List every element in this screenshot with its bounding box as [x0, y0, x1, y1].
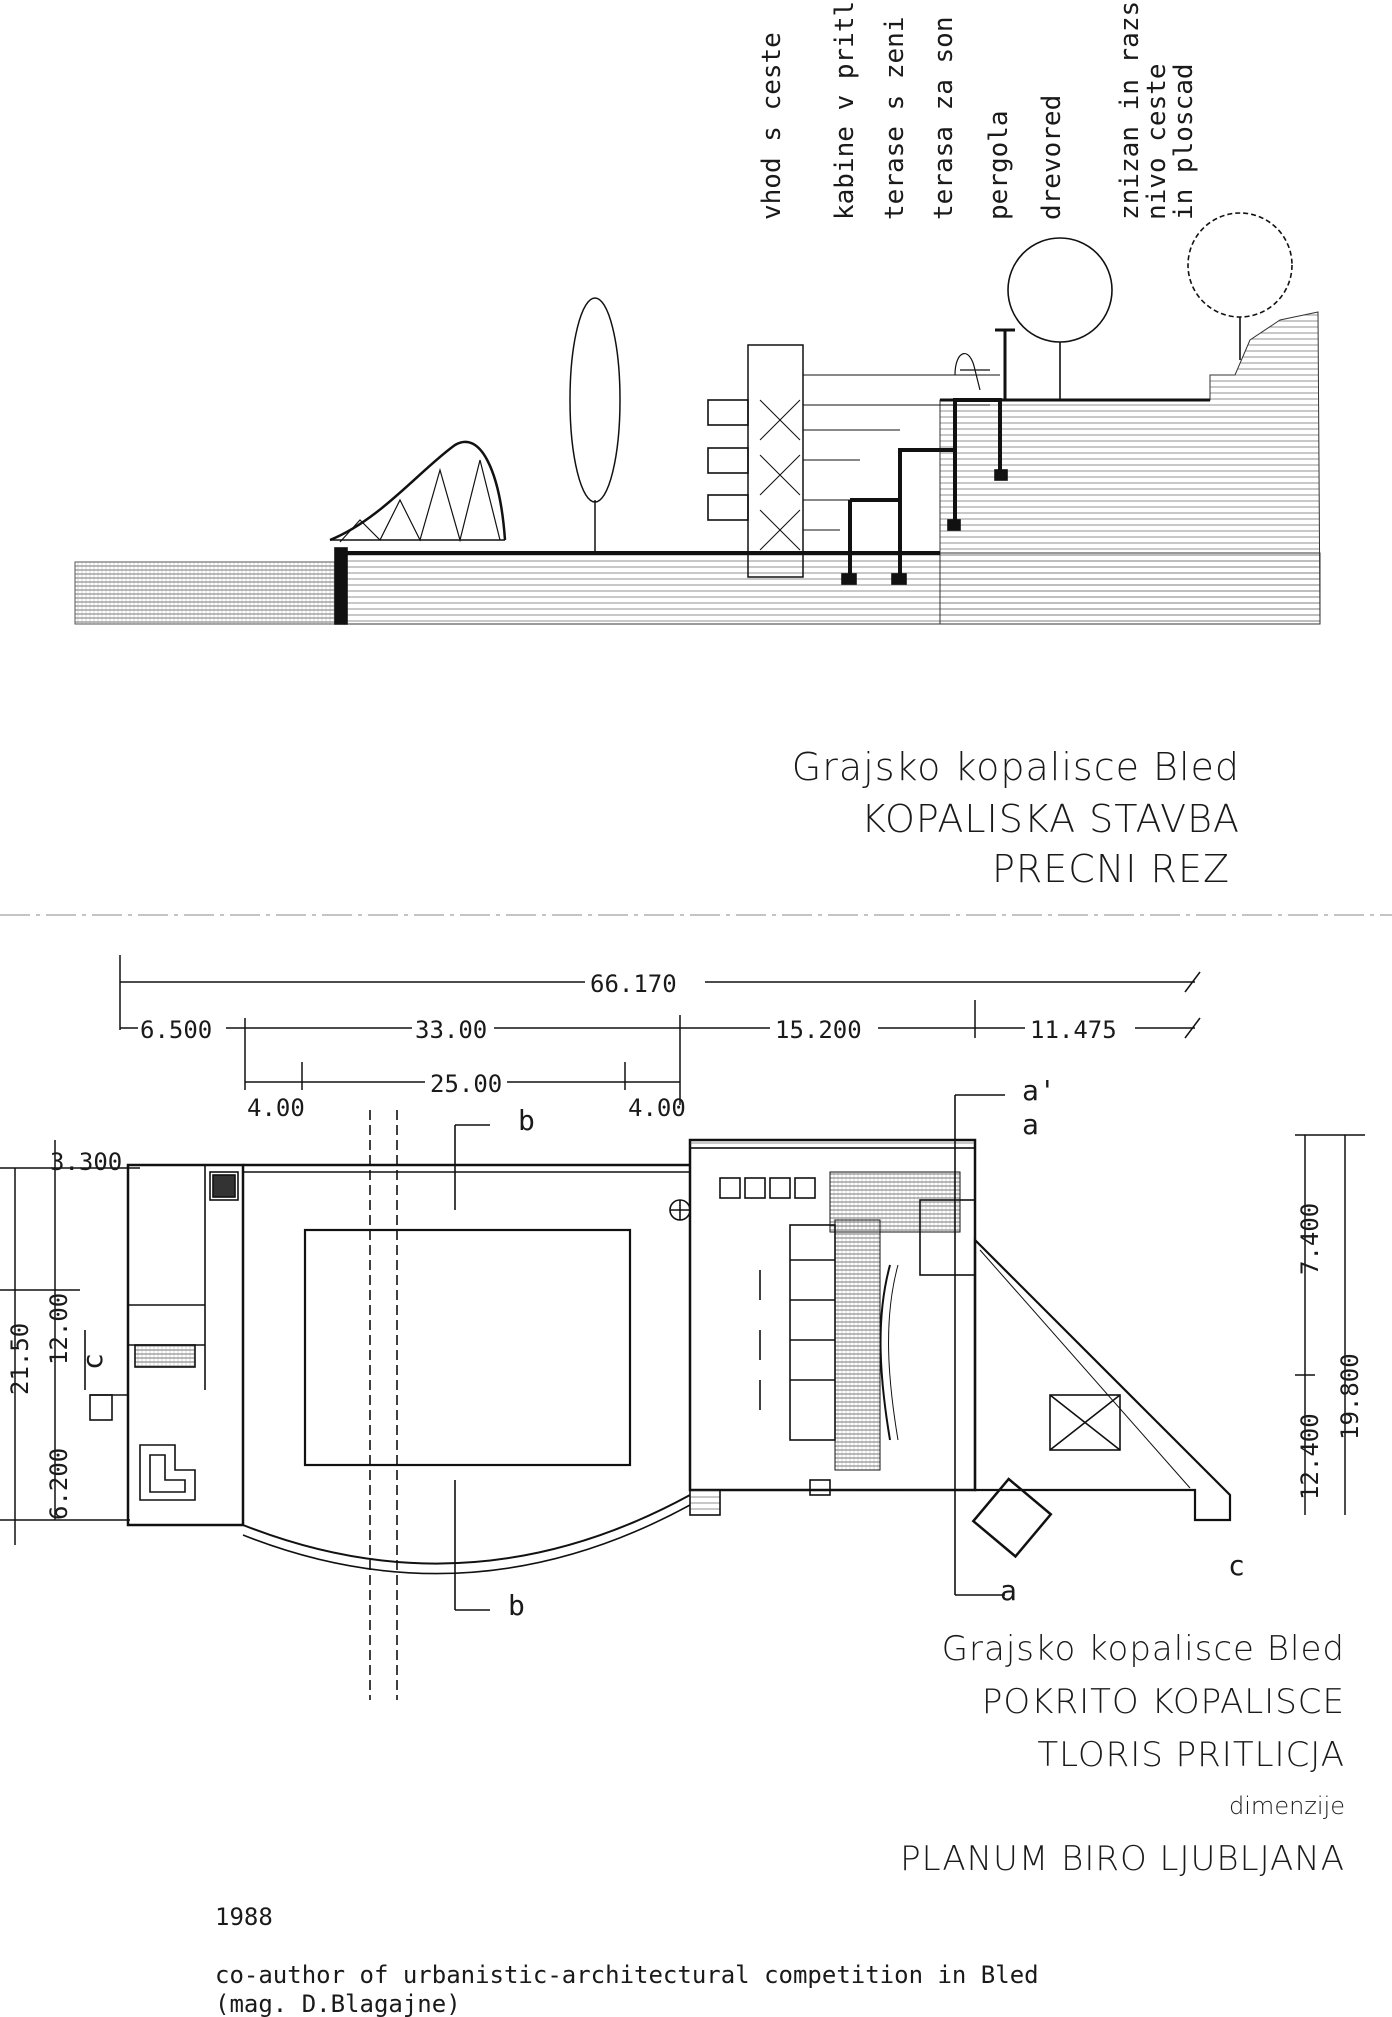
floor-plan [89, 1110, 1232, 1700]
label-drevored: drevored [1037, 95, 1067, 220]
triangular-terrace [973, 1237, 1232, 1522]
left-dimension-chain [0, 1140, 140, 1545]
roof-structure [329, 440, 507, 542]
marker-b-bottom: b [508, 1589, 525, 1622]
dim-19800: 19.800 [1336, 1353, 1364, 1440]
footer-year: 1988 [215, 1903, 273, 1931]
dim-12400: 12.400 [1296, 1413, 1324, 1500]
footer-block: 1988 co-author of urbanistic-architectur… [215, 1903, 1039, 2017]
lake-wall [334, 547, 348, 625]
section-title-line-2: KOPALISKA STAVBA [861, 797, 1240, 841]
label-pergola: pergola [984, 110, 1014, 220]
left-dimension-labels: 3.300 21.50 12.00 6.200 [6, 1148, 122, 1520]
marker-b-top: b [518, 1104, 535, 1137]
round-tree-2 [1187, 212, 1293, 318]
label-kabine: kabine v pritli [830, 0, 860, 220]
marker-a-prime: a' [1022, 1074, 1056, 1107]
right-dimension-chain [1295, 1134, 1365, 1515]
plan-title-line-3: TLORIS PRITLICJA [1037, 1735, 1345, 1775]
section-title-block: Grajsko kopalisce Bled KOPALISKA STAVBA … [792, 745, 1240, 891]
plan-title-block: Grajsko kopalisce Bled POKRITO KOPALISCE… [900, 1629, 1345, 1879]
marker-a-bottom: a [1000, 1574, 1017, 1607]
round-tree-1 [1007, 237, 1113, 343]
footer-line-2: (mag. D.Blagajne) [215, 1990, 461, 2017]
dim-15200: 15.200 [775, 1016, 862, 1044]
dim-11475: 11.475 [1030, 1016, 1117, 1044]
lake-water [74, 561, 336, 625]
terraced-building [707, 328, 1210, 585]
dim-3300: 33.00 [415, 1016, 487, 1044]
dim-4000-right: 4.00 [628, 1094, 686, 1122]
cross-section-drawing [74, 212, 1321, 625]
label-znizan: znizan in razs [1115, 1, 1145, 220]
footer-line-1: co-author of urbanistic-architectural co… [215, 1961, 1039, 1989]
plan-title-line-4: dimenzije [1229, 1792, 1345, 1820]
swimming-pool [303, 1228, 632, 1467]
label-nivo-ceste: nivo ceste [1142, 63, 1172, 220]
dim-1200: 12.00 [45, 1293, 73, 1365]
plan-title-line-5: PLANUM BIRO LJUBLJANA [900, 1839, 1345, 1879]
marker-c-left: c [76, 1353, 109, 1370]
toilet-block [134, 1344, 196, 1368]
curved-facade [242, 1494, 691, 1565]
plan-title-line-2: POKRITO KOPALISCE [982, 1682, 1345, 1722]
marker-a-top: a [1022, 1108, 1039, 1141]
plan-title-line-1: Grajsko kopalisce Bled [942, 1629, 1345, 1669]
changing-cabins [719, 1171, 961, 1471]
dim-6500: 6.500 [140, 1016, 212, 1044]
dim-3300-left: 3.300 [50, 1148, 122, 1176]
dim-7400: 7.400 [1296, 1203, 1324, 1275]
dim-overall: 66.170 [590, 970, 677, 998]
dim-4000-left: 4.00 [247, 1094, 305, 1122]
cypress-tree [569, 297, 621, 503]
section-vertical-labels: vhod s ceste kabine v pritli terase s ze… [757, 0, 1199, 220]
label-terasa: terasa za son [929, 17, 959, 221]
label-terase: terase s zeni [880, 17, 910, 221]
label-vhod-s-ceste: vhod s ceste [757, 32, 787, 220]
marker-c-right: c [1228, 1549, 1245, 1582]
section-title-line-3: PRECNI REZ [992, 847, 1230, 891]
dim-6200: 6.200 [45, 1448, 73, 1520]
section-title-line-1: Grajsko kopalisce Bled [792, 745, 1240, 789]
top-dimension-labels: 66.170 6.500 33.00 15.200 11.475 4.00 25… [138, 968, 1135, 1122]
section-markers [84, 1094, 1231, 1611]
dim-2500: 25.00 [430, 1070, 502, 1098]
kiosk [971, 1477, 1053, 1559]
right-dimension-labels: 7.400 19.800 12.400 [1296, 1203, 1364, 1500]
hillside [939, 311, 1321, 625]
label-ploscad: in ploscad [1169, 63, 1199, 220]
dim-2150: 21.50 [6, 1323, 34, 1395]
section-marker-labels: a' a a b b c c [76, 1074, 1245, 1622]
